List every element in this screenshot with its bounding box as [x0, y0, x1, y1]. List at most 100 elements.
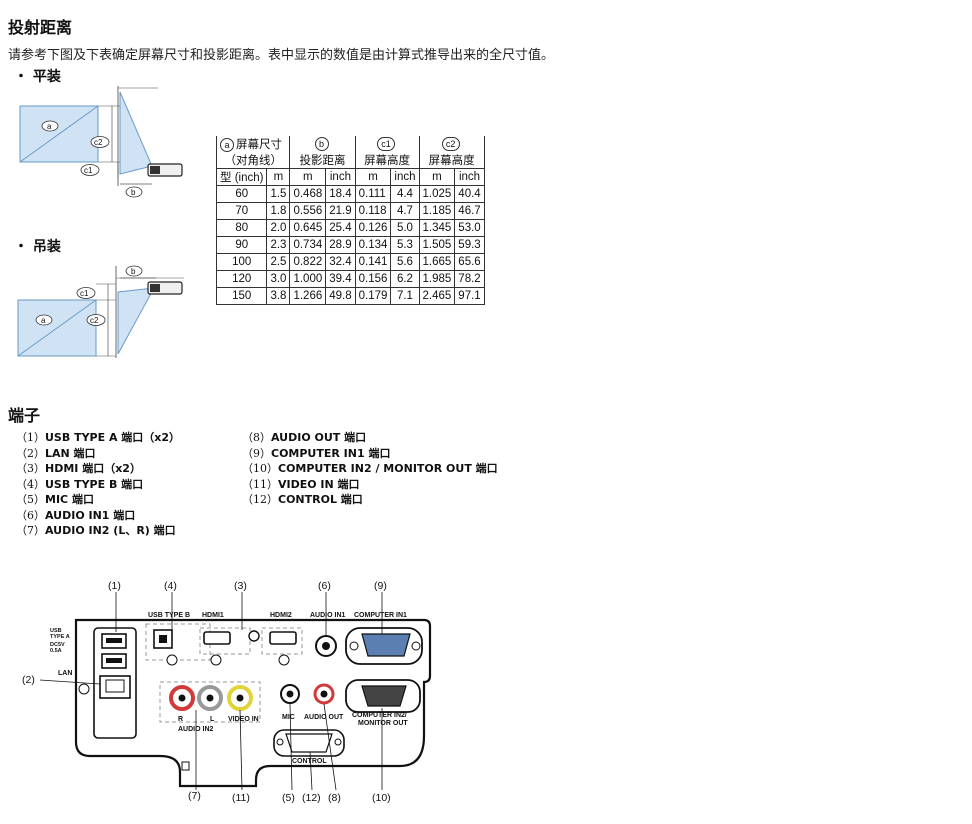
callout-8: (8) [328, 792, 341, 804]
label-c1: c1 [80, 289, 89, 298]
table-cell: 0.645 [289, 219, 327, 237]
callout-10: (10) [372, 792, 391, 804]
screw-icon [278, 654, 290, 666]
header-throw-distance: 投影距离 [289, 152, 356, 169]
label-audio-out: AUDIO OUT [304, 714, 344, 721]
table-cell: 1.665 [418, 253, 456, 271]
hdmi1-port [203, 631, 231, 645]
terminal-item: （10）COMPUTER IN2 / MONITOR OUT 端口 [242, 460, 498, 476]
terminal-label: COMPUTER IN2 / MONITOR OUT 端口 [278, 462, 498, 475]
mark-c2: c2 [441, 137, 460, 151]
label-r: R [178, 716, 184, 723]
label-a: a [41, 316, 46, 325]
callout-1: (1) [108, 580, 121, 592]
unit-cell: 型 (inch) [215, 168, 268, 186]
table-cell: 5.3 [390, 236, 420, 254]
table-cell: 1.5 [266, 185, 291, 203]
screw-icon [210, 654, 222, 666]
header-distance-mark: b [289, 136, 356, 152]
terminal-label: COMPUTER IN1 端口 [271, 446, 391, 460]
table-cell: 0.126 [354, 219, 392, 237]
table-cell: 1.025 [418, 185, 456, 203]
callout-12: (12) [302, 792, 321, 804]
label-mic: MIC [282, 714, 295, 721]
terminal-item: （9）COMPUTER IN1 端口 [242, 445, 390, 461]
label-l: L [210, 716, 215, 723]
label-audio-in1: AUDIO IN1 [310, 612, 346, 619]
projection-beam [119, 91, 153, 175]
terminal-item: （2）LAN 端口 [16, 445, 96, 461]
lock-icon [181, 761, 190, 771]
table-cell: 0.134 [354, 236, 392, 254]
callout-6: (6) [318, 580, 331, 592]
callout-9: (9) [374, 580, 387, 592]
table-cell: 0.156 [354, 270, 392, 288]
table-cell: 21.9 [325, 202, 356, 220]
label-a: a [47, 122, 52, 131]
label-c2: c2 [90, 316, 99, 325]
terminal-number: （8） [242, 431, 271, 444]
table-cell: 78.2 [454, 270, 485, 288]
table-cell: 0.179 [354, 287, 392, 305]
header-screen-size-line1: 屏幕尺寸 [236, 139, 282, 151]
table-cell: 0.556 [289, 202, 327, 220]
table-cell: 28.9 [325, 236, 356, 254]
label-b: b [131, 267, 136, 276]
flat-mount-diagram: a c2 c1 b [19, 86, 183, 198]
table-cell: 1.185 [418, 202, 456, 220]
label-audio-in2: AUDIO IN2 [178, 726, 214, 733]
table-cell: 65.6 [454, 253, 485, 271]
table-cell: 6.2 [390, 270, 420, 288]
table-cell: 1.985 [418, 270, 456, 288]
table-cell: 2.0 [266, 219, 291, 237]
table-cell: 4.4 [390, 185, 420, 203]
terminal-item: （5）MIC 端口 [16, 491, 94, 507]
table-cell: 0.111 [354, 185, 392, 203]
callout-5: (5) [282, 792, 295, 804]
callout-2: (2) [22, 674, 35, 686]
terminal-label: HDMI 端口（x2） [45, 462, 141, 475]
table-cell: 120 [215, 270, 268, 288]
table-cell: 150 [215, 287, 268, 305]
terminal-number: （6） [16, 508, 45, 522]
label-c1: c1 [84, 166, 93, 175]
callout-11: (11) [232, 792, 250, 804]
label-hdmi1: HDMI1 [202, 612, 224, 619]
table-cell: 39.4 [325, 270, 356, 288]
table-cell: 100 [215, 253, 268, 271]
terminal-number: （11） [242, 477, 278, 491]
terminal-label: AUDIO OUT 端口 [271, 431, 367, 444]
table-cell: 0.118 [354, 202, 392, 220]
table-cell: 25.4 [325, 219, 356, 237]
table-cell: 0.822 [289, 253, 327, 271]
terminal-number: （12） [242, 493, 278, 506]
table-cell: 59.3 [454, 236, 485, 254]
terminal-item: （11）VIDEO IN 端口 [242, 476, 360, 492]
terminal-item: （8）AUDIO OUT 端口 [242, 429, 366, 445]
terminal-item: （7）AUDIO IN2 (L、R) 端口 [16, 522, 176, 538]
header-c1-mark: c1 [354, 136, 420, 152]
terminal-label: CONTROL 端口 [278, 493, 363, 506]
terminal-number: （2） [16, 446, 45, 460]
table-cell: 97.1 [454, 287, 485, 305]
unit-cell: inch [390, 168, 420, 186]
unit-cell: inch [454, 168, 485, 186]
label-computer-in1: COMPUTER IN1 [354, 612, 407, 619]
mount-flat-heading: ・ 平装 [14, 69, 61, 85]
table-cell: 1.8 [266, 202, 291, 220]
terminal-item: （1）USB TYPE A 端口（x2） [16, 429, 180, 445]
terminal-item: （12）CONTROL 端口 [242, 491, 363, 507]
terminal-item: （6）AUDIO IN1 端口 [16, 507, 135, 523]
terminal-label: VIDEO IN 端口 [278, 477, 360, 491]
projection-beam [117, 287, 155, 355]
label-usb-power: DC5V 0.5A [50, 642, 65, 654]
table-cell: 60 [215, 185, 268, 203]
table-cell: 5.6 [390, 253, 420, 271]
